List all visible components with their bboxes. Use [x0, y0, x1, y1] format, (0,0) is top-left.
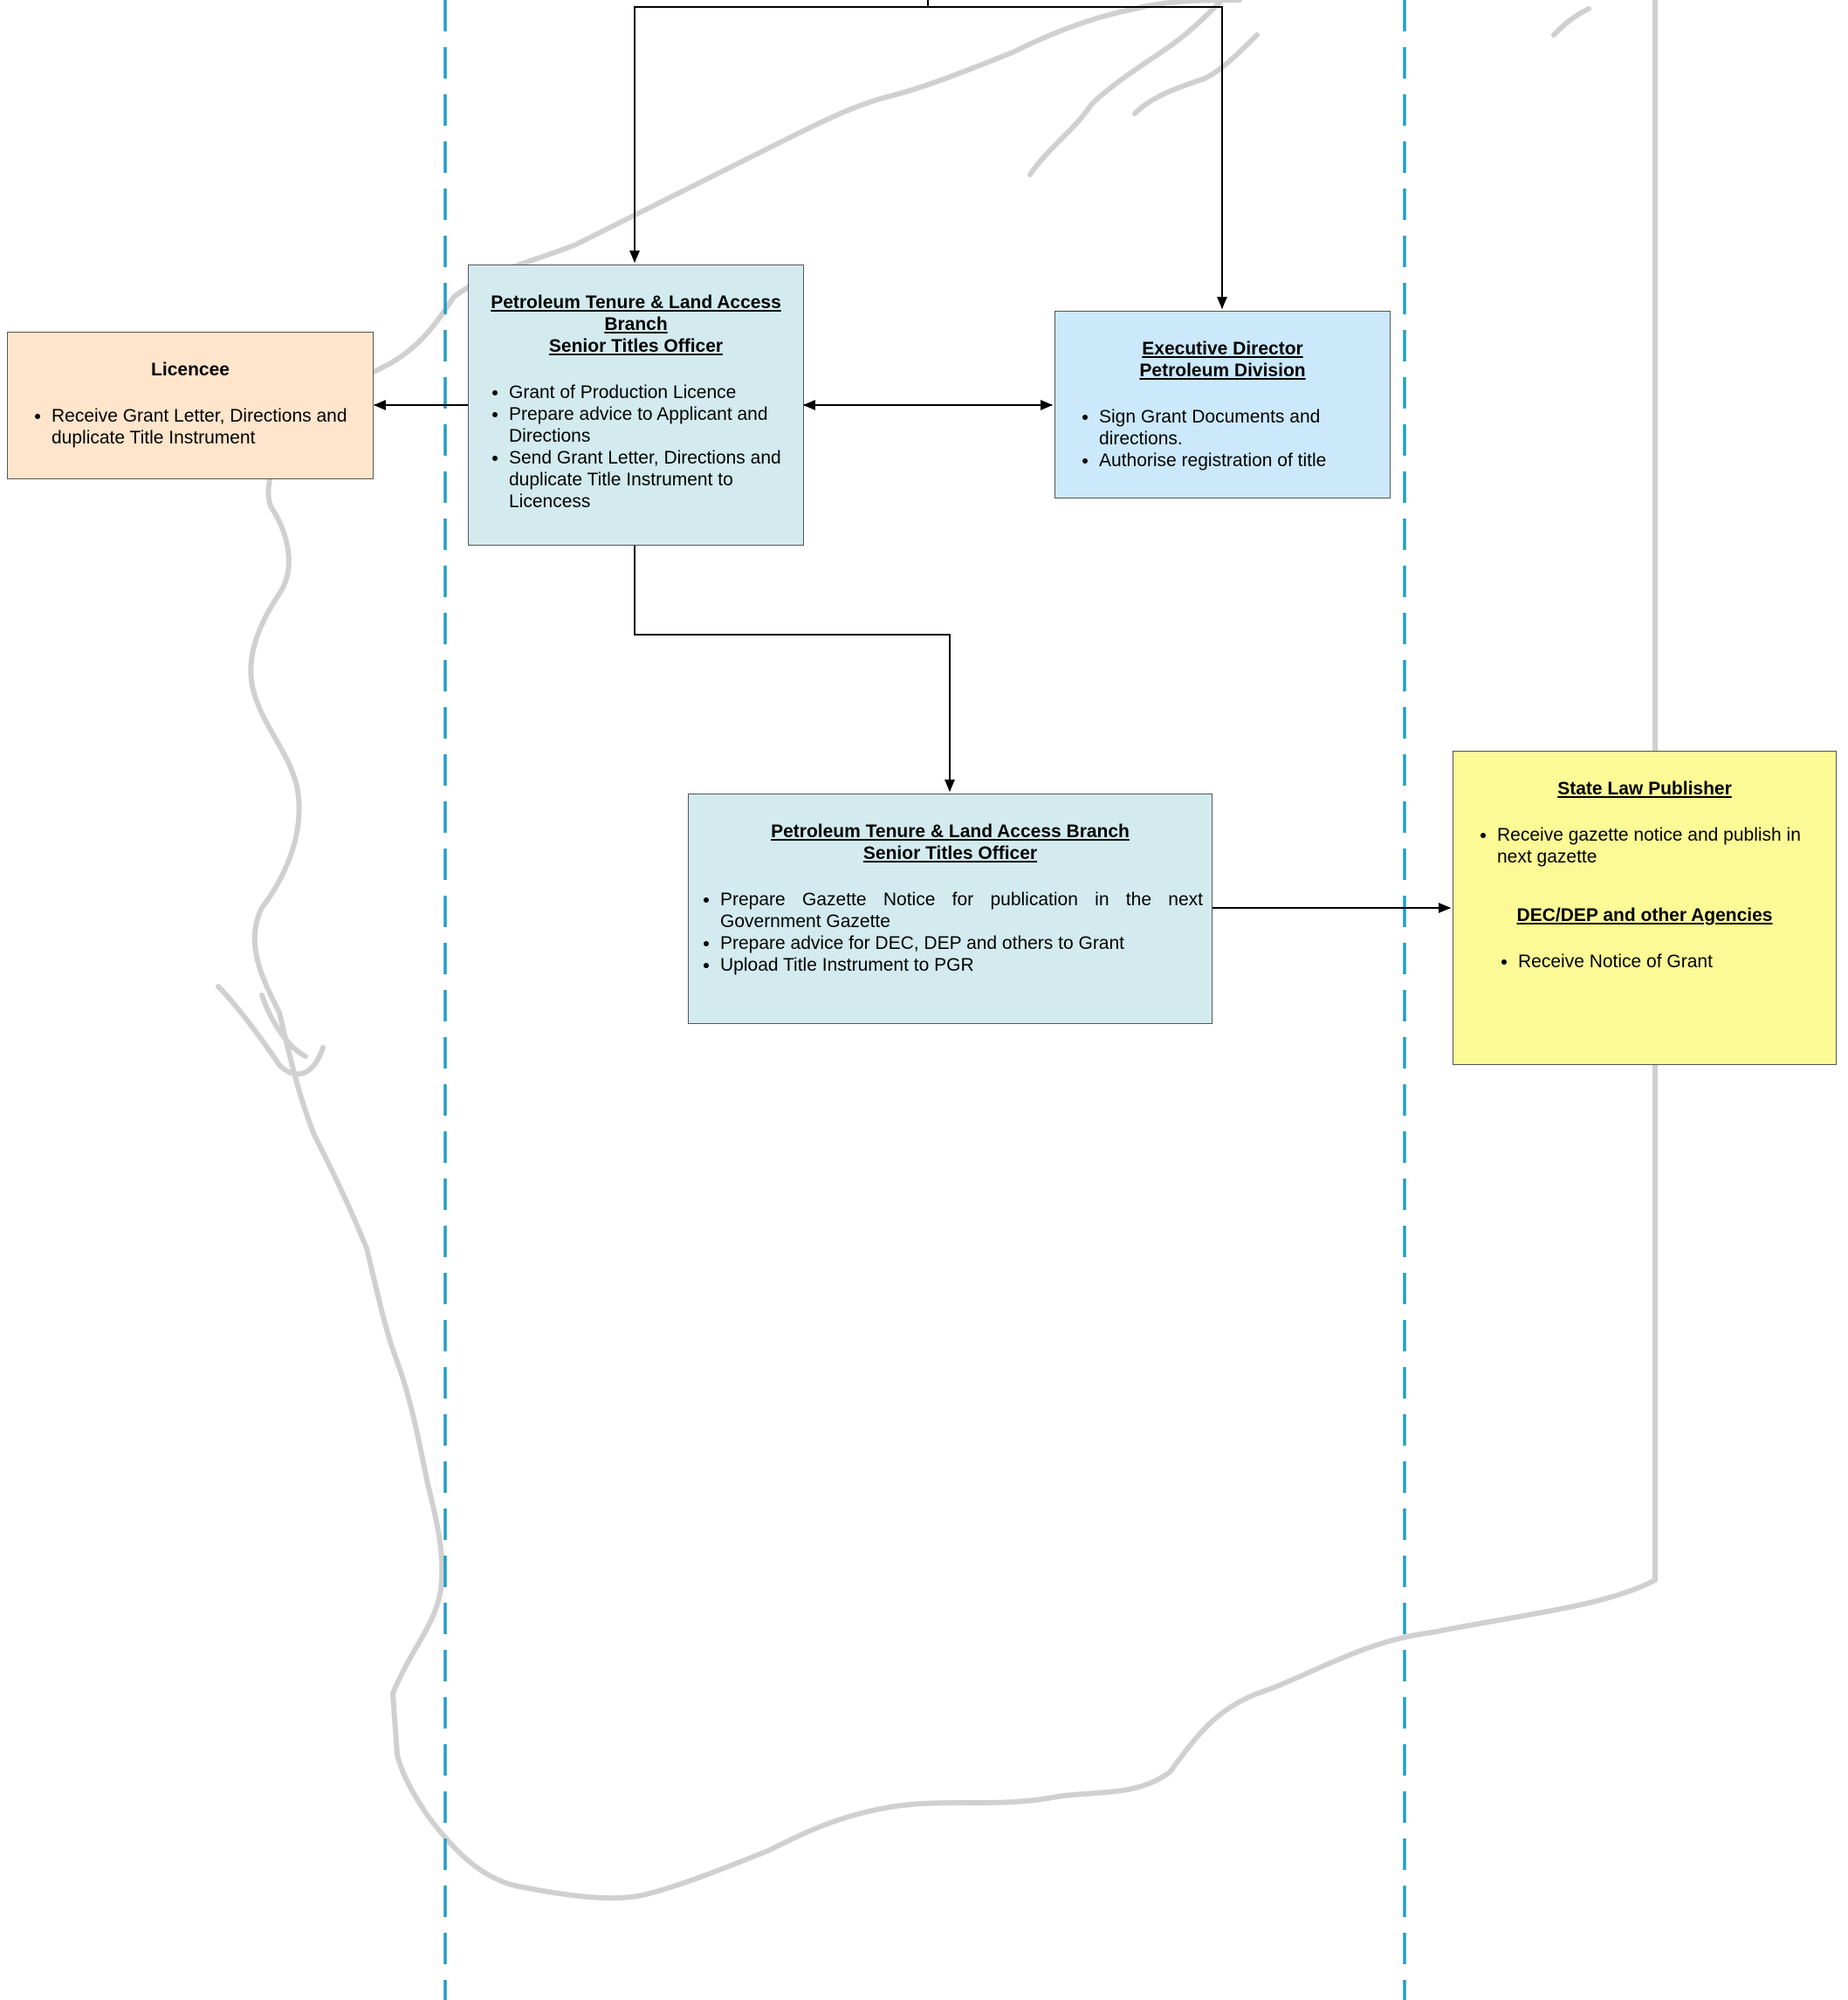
ptla-officer-2-item: Prepare advice for DEC, DEP and others t…: [720, 932, 1203, 954]
ptla-officer-2-title-line: Senior Titles Officer: [862, 843, 1038, 863]
licencee-item: Receive Grant Letter, Directions and dup…: [52, 405, 352, 449]
swimlane-separators: [443, 0, 1406, 2000]
executive-director-title-line: Executive Director: [1142, 339, 1303, 359]
state-law-publisher-title: State Law Publisher: [1557, 779, 1732, 799]
agencies-items: Receive Notice of Grant: [1474, 951, 1815, 973]
connector-to-ptla-officer-1: [629, 6, 928, 263]
executive-director-item: Sign Grant Documents and directions.: [1099, 406, 1369, 450]
agencies-title: DEC/DEP and other Agencies: [1516, 905, 1773, 925]
licencee-box: Licencee Receive Grant Letter, Direction…: [7, 332, 374, 479]
executive-director-title-line: Petroleum Division: [1139, 361, 1306, 381]
ptla-officer-1-title: Petroleum Tenure & Land Access Branch Se…: [486, 292, 786, 357]
ptla-officer-box-1: Petroleum Tenure & Land Access Branch Se…: [468, 265, 804, 546]
ptla-officer-2-items: Prepare Gazette Notice for publication i…: [697, 889, 1203, 976]
connectors: [374, 0, 1451, 913]
ptla-officer-2-title-line: Petroleum Tenure & Land Access Branch: [771, 821, 1130, 842]
connector-to-ptla-officer-2: [634, 546, 955, 792]
executive-director-title: Executive Director Petroleum Division: [1076, 338, 1369, 381]
map-outline: [216, 0, 1658, 1901]
state-law-publisher-items: Receive gazette notice and publish in ne…: [1474, 824, 1815, 868]
ptla-officer-1-title-line: Branch: [604, 314, 668, 334]
ptla-officer-1-item: Grant of Production Licence: [509, 381, 786, 403]
ptla-officer-2-title: Petroleum Tenure & Land Access Branch Se…: [697, 821, 1203, 864]
licencee-title: Licencee: [151, 360, 230, 380]
executive-director-box: Executive Director Petroleum Division Si…: [1055, 311, 1391, 498]
ptla-officer-1-title-line: Petroleum Tenure & Land Access: [491, 292, 781, 313]
ptla-officer-1-items: Grant of Production Licence Prepare advi…: [486, 381, 786, 512]
ptla-officer-1-title-line: Senior Titles Officer: [548, 336, 724, 356]
ptla-officer-box-2: Petroleum Tenure & Land Access Branch Se…: [688, 794, 1213, 1024]
ptla-officer-2-item: Prepare Gazette Notice for publication i…: [720, 889, 1203, 932]
ptla-officer-1-item: Prepare advice to Applicant and Directio…: [509, 403, 786, 447]
ptla-officer-2-item: Upload Title Instrument to PGR: [720, 954, 1203, 976]
executive-director-items: Sign Grant Documents and directions. Aut…: [1076, 406, 1369, 471]
agencies-item: Receive Notice of Grant: [1518, 951, 1815, 973]
ptla-officer-1-item: Send Grant Letter, Directions and duplic…: [509, 447, 786, 512]
state-law-publisher-item: Receive gazette notice and publish in ne…: [1497, 824, 1815, 868]
executive-director-item: Authorise registration of title: [1099, 450, 1369, 471]
state-law-publisher-box: State Law Publisher Receive gazette noti…: [1453, 751, 1837, 1065]
licencee-items: Receive Grant Letter, Directions and dup…: [29, 405, 352, 449]
connector-to-executive-director: [928, 6, 1227, 309]
